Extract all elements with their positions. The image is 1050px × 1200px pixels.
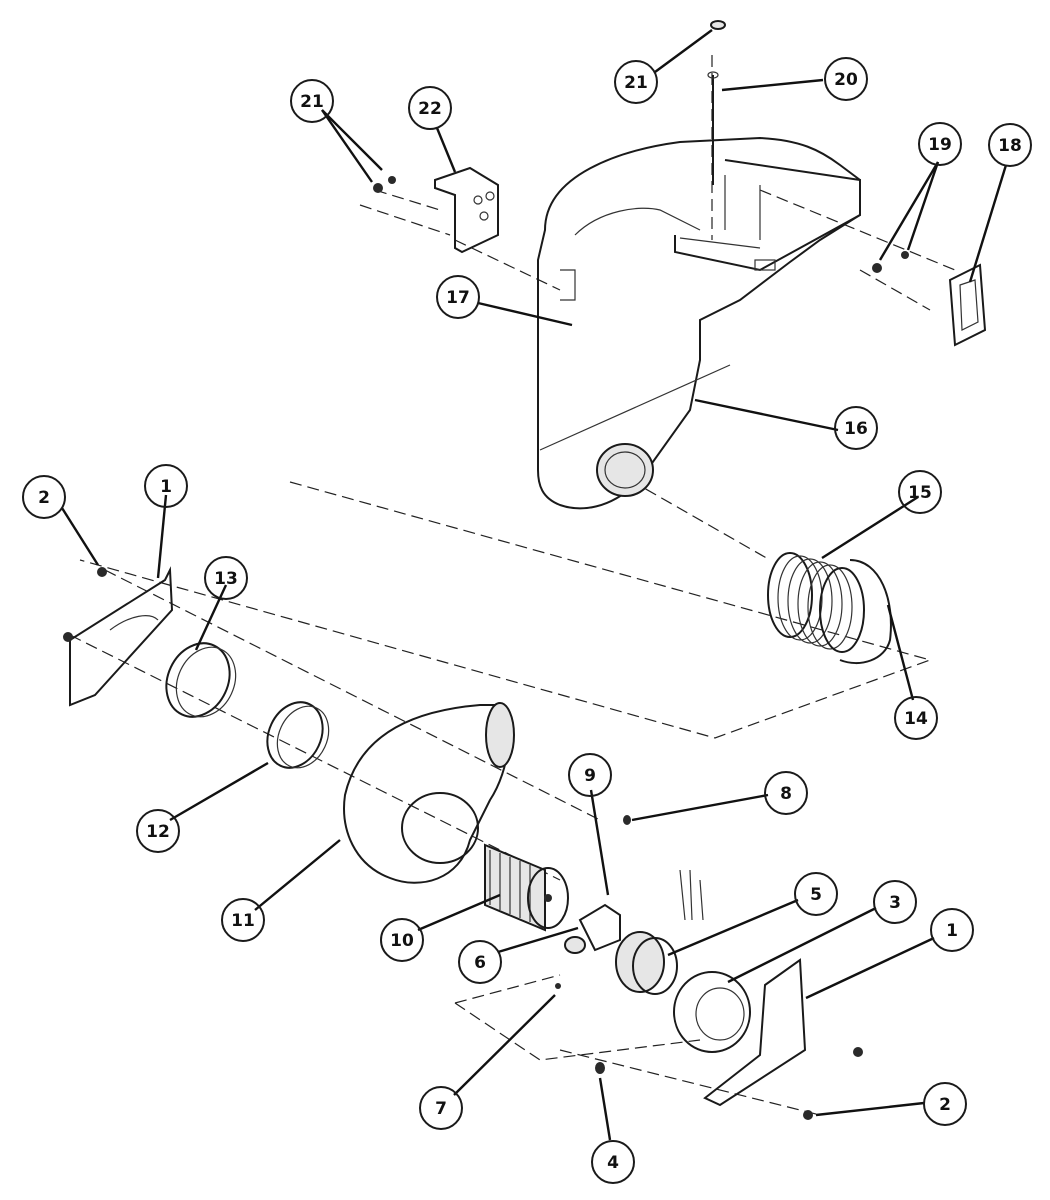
svg-text:18: 18 — [998, 136, 1022, 156]
svg-text:22: 22 — [418, 99, 442, 119]
svg-text:6: 6 — [474, 953, 486, 973]
svg-text:2: 2 — [939, 1095, 951, 1115]
svg-text:5: 5 — [810, 885, 822, 905]
motor-cover-3 — [673, 971, 751, 1053]
callout-3: 3 — [873, 880, 917, 924]
svg-text:15: 15 — [908, 483, 932, 503]
bracket-1-right — [703, 958, 807, 1107]
wires — [679, 869, 704, 921]
svg-text:11: 11 — [231, 911, 255, 931]
ring-12 — [266, 701, 330, 769]
svg-text:17: 17 — [446, 288, 470, 308]
screw-21-top — [710, 20, 726, 30]
callout-5: 5 — [794, 872, 838, 916]
duct-housing — [537, 136, 861, 510]
svg-text:21: 21 — [300, 92, 324, 112]
callout-21-left: 21 — [290, 79, 334, 123]
nuts-2-left — [63, 567, 107, 642]
callout-18: 18 — [988, 123, 1032, 167]
callout-20: 20 — [824, 57, 868, 101]
callout-1-right: 1 — [930, 908, 974, 952]
svg-text:14: 14 — [904, 709, 928, 729]
blower-housing-11 — [343, 702, 515, 884]
callout-4: 4 — [591, 1140, 635, 1184]
svg-text:12: 12 — [146, 822, 170, 842]
svg-text:19: 19 — [928, 135, 952, 155]
callout-22: 22 — [408, 86, 452, 130]
callout-11: 11 — [221, 898, 265, 942]
callout-9: 9 — [568, 753, 612, 797]
svg-text:3: 3 — [889, 893, 901, 913]
ring-13 — [165, 642, 237, 718]
clamp-14 — [839, 559, 892, 665]
callout-2-right: 2 — [923, 1082, 967, 1126]
callout-1-left: 1 — [144, 464, 188, 508]
screws-21-left — [373, 176, 396, 193]
svg-text:10: 10 — [390, 931, 414, 951]
callout-10: 10 — [380, 918, 424, 962]
svg-text:21: 21 — [624, 73, 648, 93]
svg-text:9: 9 — [584, 766, 596, 786]
callout-8: 8 — [764, 771, 808, 815]
bracket-18 — [948, 263, 987, 347]
svg-text:16: 16 — [844, 419, 868, 439]
screw-4 — [595, 1062, 605, 1074]
capacitor-6 — [564, 936, 586, 954]
assembly-dashed-lines — [69, 55, 956, 1116]
callout-12: 12 — [136, 809, 180, 853]
callout-21-top: 21 — [614, 60, 658, 104]
callout-6: 6 — [458, 940, 502, 984]
svg-text:13: 13 — [214, 569, 238, 589]
nuts-19 — [872, 251, 909, 273]
callout-17: 17 — [436, 275, 480, 319]
nuts-2-right — [803, 1047, 863, 1120]
bracket-1-left — [69, 566, 174, 707]
callout-14: 14 — [894, 696, 938, 740]
svg-text:1: 1 — [946, 921, 958, 941]
screw-8 — [623, 815, 631, 825]
callout-13: 13 — [204, 556, 248, 600]
svg-text:20: 20 — [834, 70, 858, 90]
callout-7: 7 — [419, 1086, 463, 1130]
svg-text:1: 1 — [160, 477, 172, 497]
callout-16: 16 — [834, 406, 878, 450]
blower-wheel-10 — [484, 843, 569, 932]
screw-7 — [555, 983, 561, 989]
rod-20 — [707, 71, 719, 185]
svg-text:8: 8 — [780, 784, 792, 804]
motor-5 — [615, 931, 678, 995]
leader-lines — [60, 29, 1008, 1141]
motor-mount-9 — [578, 903, 621, 952]
svg-text:2: 2 — [38, 488, 50, 508]
flex-duct-15 — [767, 552, 865, 653]
callout-19: 19 — [918, 122, 962, 166]
callout-2-left: 2 — [22, 475, 66, 519]
svg-text:4: 4 — [607, 1153, 619, 1173]
bracket-22 — [434, 166, 499, 254]
callout-15: 15 — [898, 470, 942, 514]
svg-text:7: 7 — [435, 1099, 447, 1119]
